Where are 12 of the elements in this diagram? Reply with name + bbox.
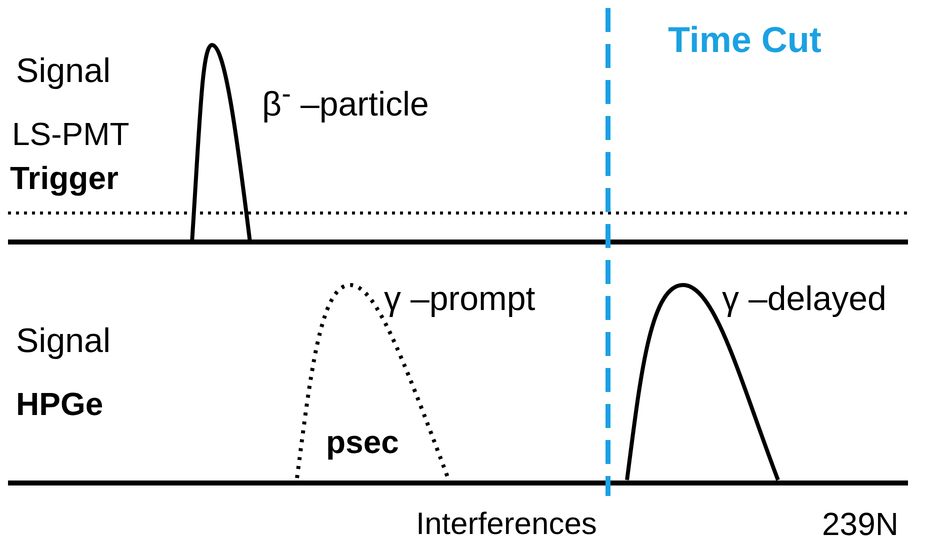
caption-text: Interferences — [416, 508, 597, 539]
pulse-label: γ –prompt — [384, 282, 536, 316]
axis-label: Signal — [16, 54, 111, 88]
time-cut-label: Time Cut — [668, 22, 822, 58]
axis-label: HPGe — [16, 388, 104, 420]
axis-label: Signal — [16, 324, 111, 358]
pulse-label: β$^{-}$ –particle — [262, 80, 429, 122]
pulse-label: γ –delayed — [722, 282, 886, 316]
axis-label: LS-PMT — [12, 118, 130, 150]
duration-label: psec — [326, 426, 399, 458]
caption-text: 239N — [822, 508, 898, 540]
axis-label: Trigger — [10, 162, 118, 194]
